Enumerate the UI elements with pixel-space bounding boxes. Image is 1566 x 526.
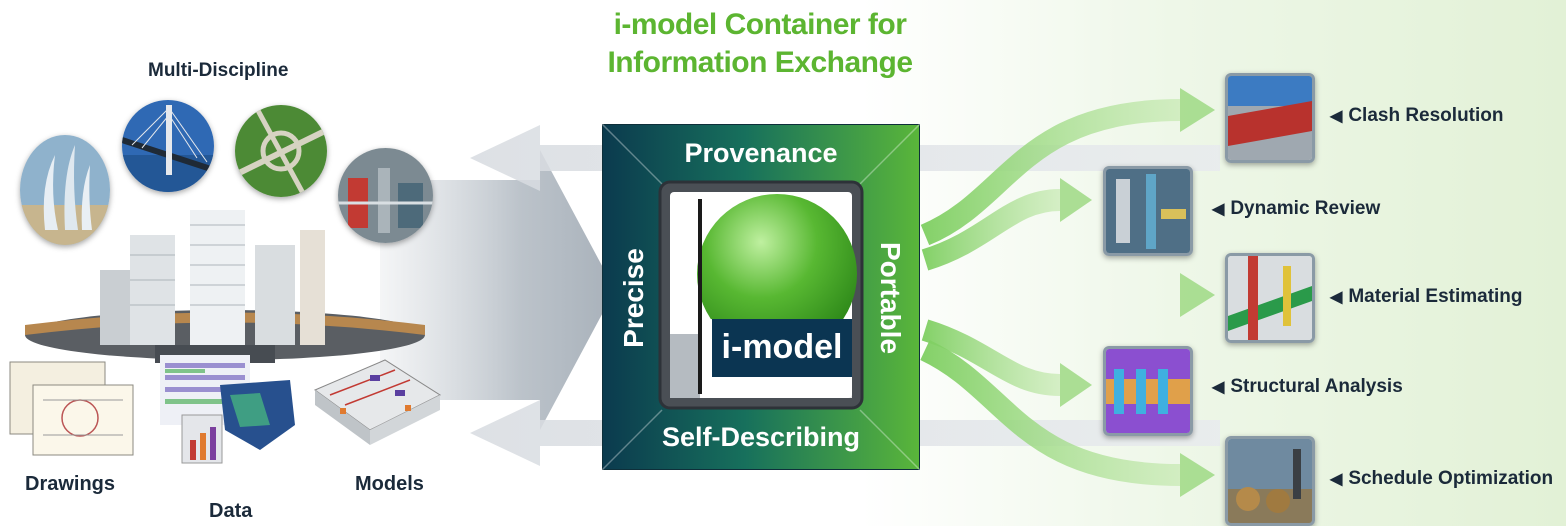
bridge-image [122,100,214,192]
flow-clash [920,99,1181,246]
arrowhead-dynamic [1060,178,1092,222]
precise-label: Precise [618,248,649,348]
structural-analysis-image [1103,346,1193,436]
imodel-center-label: i-model [721,328,843,366]
container-frame [602,124,920,470]
models-image [313,359,442,445]
app-label-clash-resolution: ◀Clash Resolution [1330,105,1504,126]
city-model-image [25,210,425,363]
app-label-dynamic-review: ◀Dynamic Review [1212,198,1381,219]
dynamic-review-image [1103,166,1193,256]
title-line-2: Information Exchange [607,46,913,79]
portable-label: Portable [875,241,906,355]
flow-dynamic [921,189,1061,271]
models-label: Models [355,473,424,495]
highway-image [235,105,327,197]
drawings-label: Drawings [25,473,116,495]
chevron-left-icon: ◀ [1212,379,1225,396]
arrowhead-schedule [1180,453,1215,497]
plant-image [338,148,433,243]
chevron-left-icon: ◀ [1330,471,1343,488]
arrowhead-clash [1180,88,1215,132]
multi-discipline-label: Multi-Discipline [148,60,289,81]
imodel-container: Provenance Self-Describing Precise Porta… [602,124,920,470]
inflow-arrow [380,150,615,430]
app-label-material-estimating: ◀Material Estimating [1330,286,1523,307]
arrowhead-material [1180,273,1215,317]
app-label-schedule-optimization: ◀Schedule Optimization [1330,468,1554,489]
flow-structural [921,319,1061,396]
data-image [160,355,295,464]
arrowhead-structural [1060,363,1092,407]
flow-schedule [920,340,1181,486]
data-label: Data [209,500,253,522]
title-line-1: i-model Container for [613,8,907,41]
chevron-left-icon: ◀ [1212,201,1225,218]
clash-resolution-image [1225,73,1315,163]
self-describing-label: Self-Describing [661,422,861,452]
app-label-structural-analysis: ◀Structural Analysis [1212,376,1403,397]
material-estimating-image [1225,253,1315,343]
diagram-title: i-model Container for Information Exchan… [560,6,960,82]
chevron-left-icon: ◀ [1330,108,1343,125]
drawings-image [9,361,134,456]
schedule-optimization-image [1225,436,1315,526]
provenance-label: Provenance [684,138,838,168]
chevron-left-icon: ◀ [1330,289,1343,306]
